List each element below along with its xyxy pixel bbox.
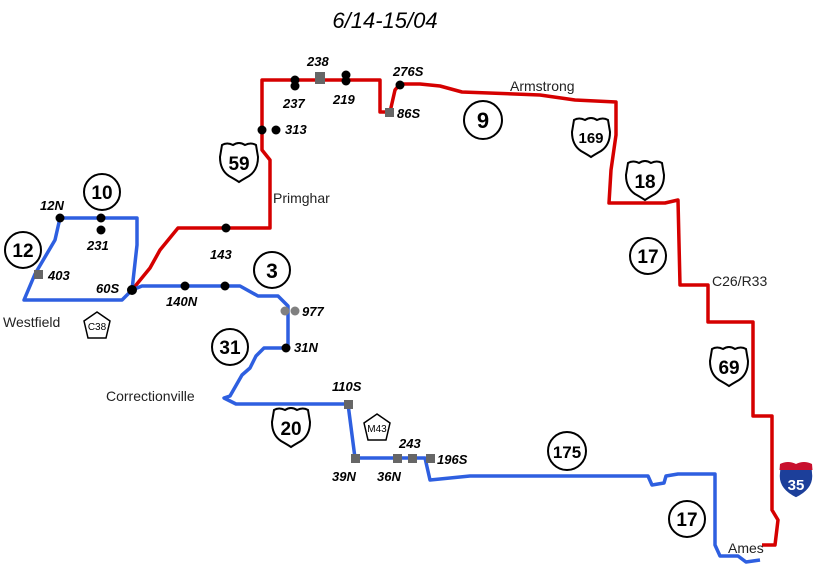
town-westfield: Westfield — [3, 314, 60, 330]
county-c38-label: C38 — [88, 322, 107, 333]
marker-977-b — [290, 306, 300, 316]
marker-12n — [55, 213, 65, 223]
us-20-label: 20 — [280, 419, 301, 440]
marker-313-b — [271, 125, 281, 135]
label-12n: 12N — [40, 198, 64, 213]
town-c26-r33: C26/R33 — [712, 273, 767, 289]
label-276s: 276S — [392, 64, 424, 79]
us-59-label: 59 — [228, 154, 249, 175]
label-110s: 110S — [332, 379, 362, 394]
state-12-shield: 12 — [4, 231, 42, 269]
marker-977-a — [280, 306, 290, 316]
marker-231-b — [96, 225, 106, 235]
town-ames: Ames — [728, 540, 764, 556]
label-403: 403 — [47, 268, 70, 283]
label-60s: 60S — [96, 281, 119, 296]
label-313: 313 — [285, 122, 307, 137]
us-69-label: 69 — [718, 358, 739, 379]
state-31-shield: 31 — [211, 328, 249, 366]
us-169-label: 169 — [578, 130, 603, 147]
label-196s: 196S — [437, 452, 468, 467]
state-12-label: 12 — [12, 241, 33, 262]
us-59-shield: 59 — [218, 142, 260, 184]
county-m43-label: M43 — [367, 424, 387, 435]
marker-238 — [315, 72, 325, 84]
label-977: 977 — [302, 304, 324, 319]
marker-243 — [408, 454, 417, 463]
us-18-shield: 18 — [624, 160, 666, 202]
state-17-south-label: 17 — [676, 510, 697, 531]
marker-313-a — [257, 125, 267, 135]
state-17-north-label: 17 — [637, 247, 658, 268]
label-238: 238 — [306, 54, 329, 69]
state-17-north-shield: 17 — [629, 237, 667, 275]
state-10-label: 10 — [91, 183, 112, 204]
state-3-shield: 3 — [253, 251, 291, 289]
county-c38-shield: C38 — [83, 311, 111, 339]
state-175-label: 175 — [553, 443, 581, 462]
red-route — [130, 78, 780, 547]
marker-140n — [180, 281, 190, 291]
marker-231-a — [96, 213, 106, 223]
marker-219-b — [341, 76, 351, 86]
label-243: 243 — [398, 436, 421, 451]
marker-143 — [221, 223, 231, 233]
marker-196s — [426, 454, 435, 463]
interstate-35-label: 35 — [788, 477, 805, 494]
marker-86s — [385, 108, 394, 117]
state-3-label: 3 — [266, 260, 278, 283]
town-primghar: Primghar — [273, 190, 330, 206]
marker-140n-b — [220, 281, 230, 291]
label-31n: 31N — [294, 340, 318, 355]
marker-276s — [395, 80, 405, 90]
label-36n: 36N — [377, 469, 401, 484]
marker-237-b — [290, 81, 300, 91]
us-69-shield: 69 — [708, 346, 750, 388]
label-140n: 140N — [166, 294, 198, 309]
marker-31n — [281, 343, 291, 353]
label-219: 219 — [332, 92, 355, 107]
blue-loop-westfield — [22, 216, 139, 302]
marker-110s — [344, 400, 353, 409]
interstate-35-shield: 35 — [778, 461, 814, 499]
map-title: 6/14-15/04 — [332, 8, 437, 33]
marker-36n — [393, 454, 402, 463]
us-20-shield: 20 — [270, 407, 312, 449]
us-18-label: 18 — [634, 172, 655, 193]
state-31-label: 31 — [219, 338, 241, 359]
label-237: 237 — [282, 96, 305, 111]
marker-403 — [34, 270, 43, 279]
county-m43-shield: M43 — [363, 413, 391, 441]
us-169-shield: 169 — [570, 117, 612, 159]
marker-39n — [351, 454, 360, 463]
marker-60s — [127, 285, 137, 295]
label-86s: 86S — [397, 106, 420, 121]
state-175-shield: 175 — [547, 431, 587, 471]
state-9-shield: 9 — [463, 100, 503, 140]
label-39n: 39N — [332, 469, 356, 484]
label-143: 143 — [210, 247, 232, 262]
town-correctionville: Correctionville — [106, 388, 195, 404]
state-9-label: 9 — [477, 108, 489, 133]
town-armstrong: Armstrong — [510, 78, 575, 94]
blue-route-main — [131, 284, 761, 564]
state-10-shield: 10 — [83, 173, 121, 211]
label-231: 231 — [86, 238, 109, 253]
state-17-south-shield: 17 — [668, 500, 706, 538]
